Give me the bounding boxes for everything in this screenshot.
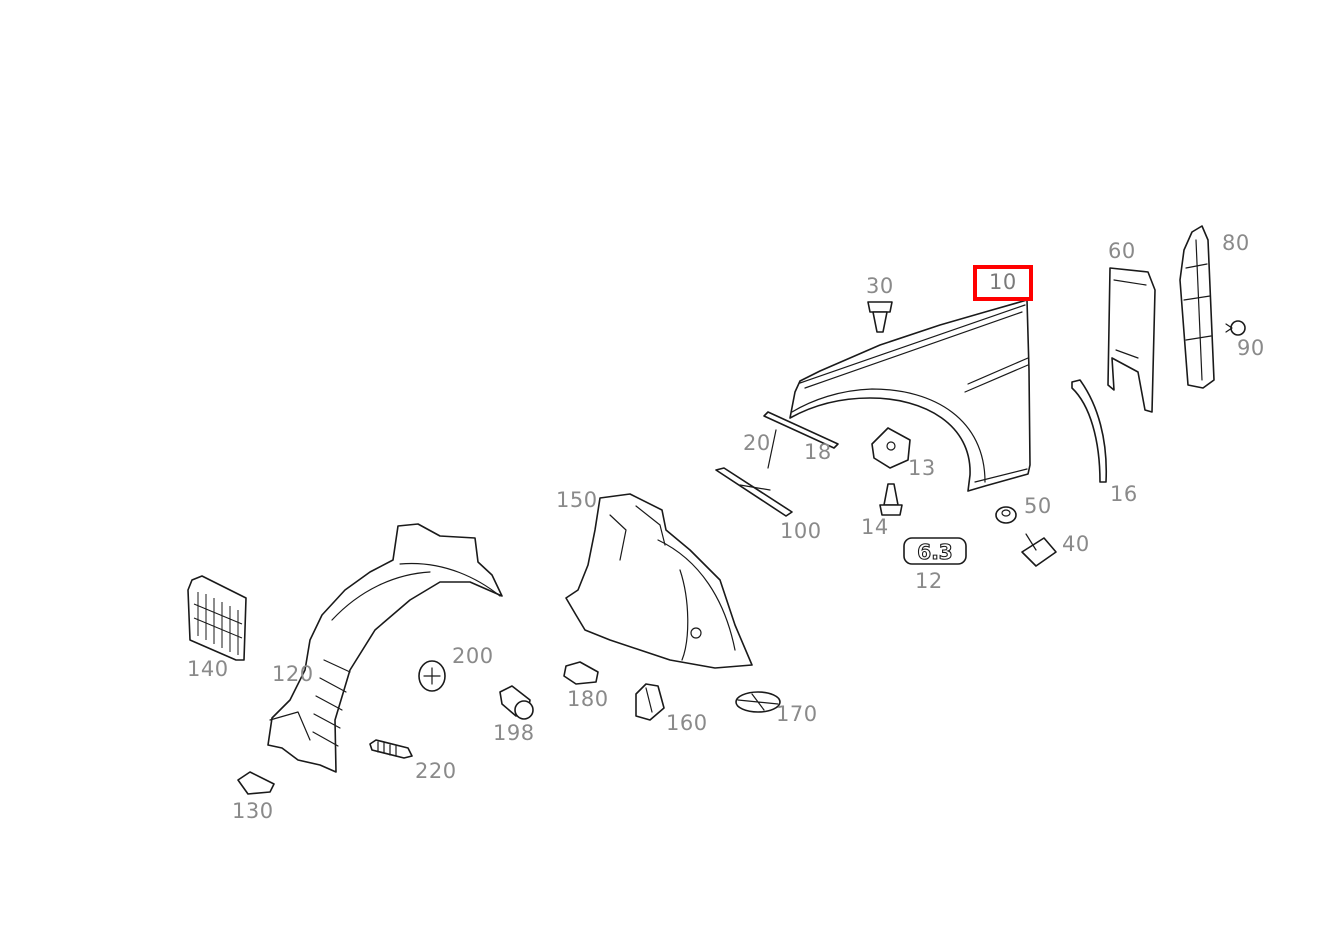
callout-18[interactable]: 18 (804, 440, 832, 464)
push-pin-part-198[interactable] (499, 685, 534, 720)
expansion-clip-part-14[interactable] (879, 483, 903, 516)
callout-10-highlighted[interactable]: 10 (973, 265, 1033, 301)
callout-220[interactable]: 220 (415, 759, 457, 783)
callout-170[interactable]: 170 (776, 702, 818, 726)
callout-30[interactable]: 30 (866, 274, 894, 298)
callout-50[interactable]: 50 (1024, 494, 1052, 518)
callout-60[interactable]: 60 (1108, 239, 1136, 263)
clip-part-180[interactable] (563, 661, 599, 685)
callout-16[interactable]: 16 (1110, 482, 1138, 506)
rod-part-20[interactable] (767, 429, 777, 469)
callout-140[interactable]: 140 (187, 657, 229, 681)
grille-cover-part-140[interactable] (187, 575, 247, 661)
callout-40[interactable]: 40 (1062, 532, 1090, 556)
emblem-badge-part-12[interactable]: 6.3 (903, 537, 967, 565)
wheel-arch-trim-part[interactable] (1071, 379, 1108, 483)
callout-120[interactable]: 120 (272, 662, 314, 686)
clip-part-130[interactable] (237, 771, 275, 795)
rivet-part-170[interactable] (735, 691, 781, 713)
callout-13[interactable]: 13 (908, 456, 936, 480)
callout-12[interactable]: 12 (915, 569, 943, 593)
grommet-part-50[interactable] (995, 506, 1017, 524)
anchor-part-220[interactable] (369, 739, 413, 759)
callout-160[interactable]: 160 (666, 711, 708, 735)
emblem-badge-text: 6.3 (917, 540, 952, 564)
callout-14[interactable]: 14 (861, 515, 889, 539)
callout-150[interactable]: 150 (556, 488, 598, 512)
fender-insulation-part[interactable] (1107, 267, 1156, 413)
wheel-liner-front-part-120[interactable] (267, 523, 503, 773)
callout-100[interactable]: 100 (780, 519, 822, 543)
callout-90[interactable]: 90 (1237, 336, 1265, 360)
callout-20[interactable]: 20 (743, 431, 771, 455)
callout-130[interactable]: 130 (232, 799, 274, 823)
clip-part-160[interactable] (635, 683, 665, 721)
bracket-rail-part[interactable] (1179, 225, 1215, 389)
wheel-liner-rear-part-150[interactable] (565, 493, 753, 669)
rivet-part-30[interactable] (867, 301, 893, 333)
fender-part[interactable] (789, 299, 1031, 492)
cap-part-200[interactable] (418, 660, 446, 692)
callout-200[interactable]: 200 (452, 644, 494, 668)
stud-fastener-part-40[interactable] (1021, 533, 1057, 567)
support-bracket-part-100[interactable] (715, 467, 793, 517)
seal-strip-part-18[interactable] (763, 411, 839, 449)
callout-180[interactable]: 180 (567, 687, 609, 711)
screw-part-90[interactable] (1225, 320, 1246, 336)
clip-nut-part-13[interactable] (871, 427, 911, 469)
callout-198[interactable]: 198 (493, 721, 535, 745)
callout-80[interactable]: 80 (1222, 231, 1250, 255)
